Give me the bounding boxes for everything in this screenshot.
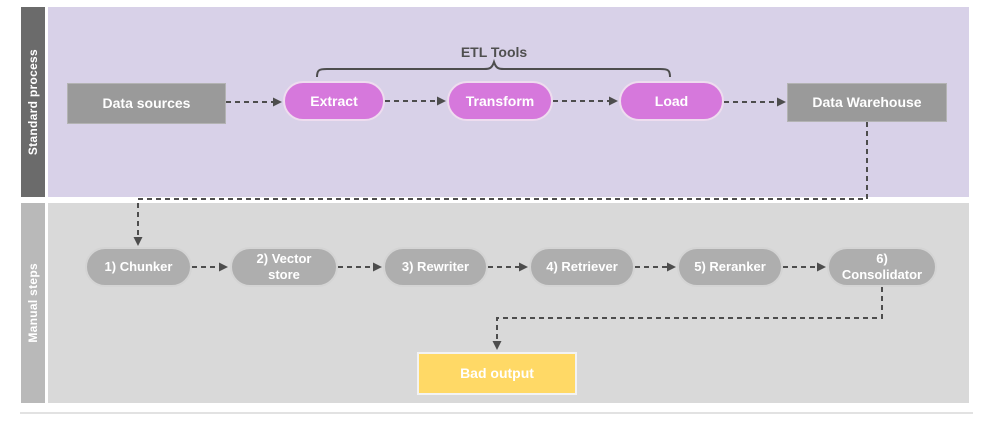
node-rewriter-label: 3) Rewriter — [401, 259, 470, 275]
node-vector-store: 2) Vector store — [230, 247, 338, 287]
node-chunker: 1) Chunker — [85, 247, 192, 287]
node-consolidator-label: 6) Consolidator — [841, 251, 923, 282]
node-transform-label: Transform — [465, 92, 535, 109]
lane-label-manual-steps: Manual steps — [26, 263, 40, 343]
node-extract: Extract — [283, 81, 385, 121]
node-retriever-label: 4) Retriever — [546, 259, 618, 275]
node-bad-output: Bad output — [417, 352, 577, 395]
node-retriever: 4) Retriever — [529, 247, 635, 287]
lane-band-manual-steps: Manual steps — [21, 203, 45, 403]
node-vector-store-label: 2) Vector store — [256, 251, 312, 282]
node-chunker-label: 1) Chunker — [104, 259, 173, 275]
node-data-sources: Data sources — [67, 83, 226, 124]
node-consolidator: 6) Consolidator — [827, 247, 937, 287]
node-load: Load — [619, 81, 724, 121]
node-rewriter: 3) Rewriter — [383, 247, 488, 287]
node-reranker-label: 5) Reranker — [694, 259, 766, 275]
node-bad-output-label: Bad output — [460, 365, 534, 382]
node-reranker: 5) Reranker — [677, 247, 783, 287]
node-data-warehouse: Data Warehouse — [787, 83, 947, 122]
lane-label-standard-process: Standard process — [26, 48, 40, 156]
node-load-label: Load — [654, 92, 689, 109]
page-edge-line — [20, 412, 973, 414]
node-data-sources-label: Data sources — [102, 95, 191, 112]
node-extract-label: Extract — [310, 92, 358, 109]
lane-band-standard-process: Standard process — [21, 7, 45, 197]
node-data-warehouse-label: Data Warehouse — [812, 94, 922, 111]
node-transform: Transform — [447, 81, 553, 121]
etl-tools-group-label: ETL Tools — [460, 44, 528, 60]
